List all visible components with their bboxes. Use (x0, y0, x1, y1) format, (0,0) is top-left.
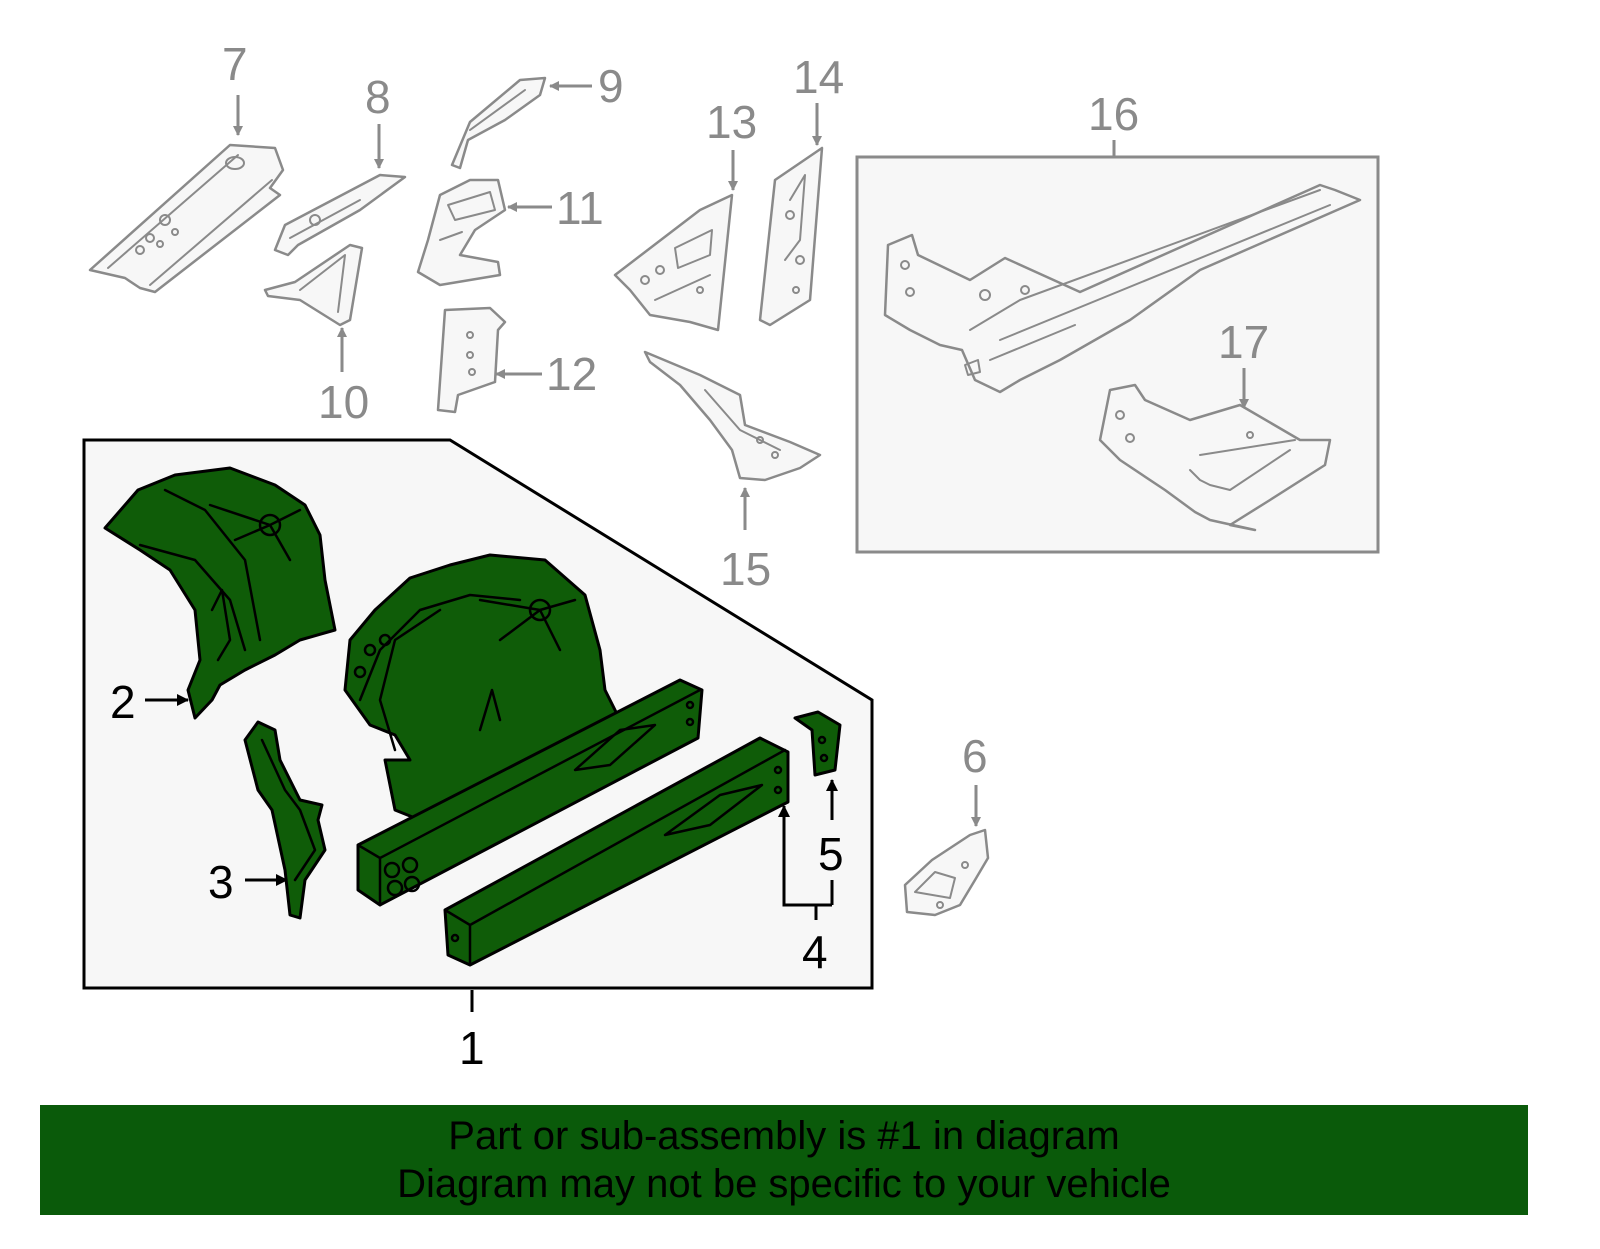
part-10-gusset (263, 243, 364, 327)
part-7-rail (88, 143, 285, 294)
callout-3: 3 (208, 856, 234, 908)
part-3-reinforcement (243, 720, 327, 920)
banner-line-2: Diagram may not be specific to your vehi… (397, 1162, 1171, 1206)
callout-10: 10 (318, 376, 369, 428)
part-1-upper-rail (356, 678, 704, 907)
leader-lines (145, 81, 1249, 1012)
part-16-frame-rail (883, 183, 1362, 394)
part-15-bracket (643, 350, 822, 482)
callout-8: 8 (365, 71, 391, 123)
info-banner: Part or sub-assembly is #1 in diagram Di… (40, 1105, 1528, 1215)
part-2-wheelhouse (103, 466, 337, 720)
callout-13: 13 (706, 96, 757, 148)
callout-15: 15 (720, 543, 771, 595)
part-17-rail-end (1098, 383, 1332, 532)
callout-16: 16 (1088, 88, 1139, 140)
part-4-lower-rail (443, 736, 790, 967)
banner-line-1: Part or sub-assembly is #1 in diagram (448, 1114, 1120, 1158)
callout-11: 11 (556, 182, 604, 234)
callout-5: 5 (818, 828, 844, 880)
callout-4: 4 (802, 926, 828, 978)
part-14-reinforcement (758, 146, 824, 327)
part-13-reinforcement (613, 193, 734, 332)
callout-12: 12 (546, 348, 597, 400)
callout-1: 1 (459, 1022, 485, 1074)
callout-labels: 7 8 9 10 11 12 13 14 15 16 17 6 2 3 1 4 … (110, 38, 1269, 1074)
part-5-bracket (793, 710, 842, 777)
part-8-bracket (273, 173, 407, 257)
part-11-bracket (416, 178, 507, 287)
callout-2: 2 (110, 676, 136, 728)
callout-9: 9 (598, 60, 624, 112)
part-9-bracket (450, 76, 547, 170)
callout-17: 17 (1218, 316, 1269, 368)
callout-7: 7 (222, 38, 248, 90)
part-12-plate (436, 306, 507, 414)
callout-6: 6 (962, 730, 988, 782)
part-6-bracket (903, 828, 990, 917)
callout-14: 14 (793, 51, 844, 103)
